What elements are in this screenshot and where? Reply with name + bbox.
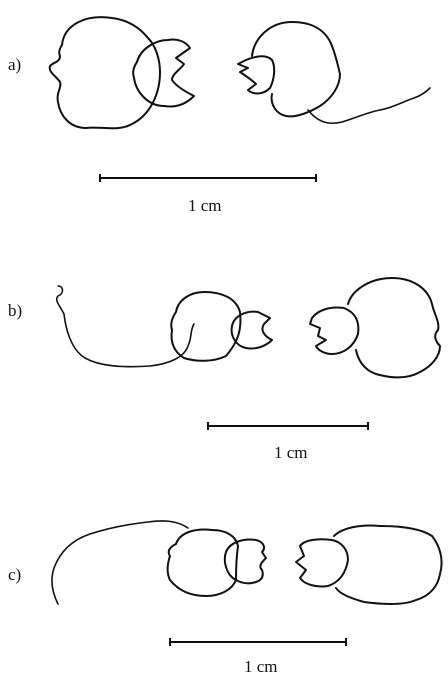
panel-label-a: a) <box>8 55 21 74</box>
panel-label-b: b) <box>8 301 22 320</box>
shape-a-tail <box>307 87 431 125</box>
shape-a-left-small <box>132 38 195 108</box>
shape-c-tail <box>51 520 189 605</box>
scale-label-a: 1 cm <box>188 196 222 215</box>
shape-c-left-small <box>223 538 267 585</box>
shape-a-right-small <box>237 55 276 95</box>
scale-label-b: 1 cm <box>274 443 308 462</box>
shape-c-right-small <box>295 538 349 588</box>
shape-a-left-large <box>48 16 161 130</box>
panel-c: c) 1 cm <box>8 520 443 676</box>
shape-a-right-large <box>251 21 341 118</box>
shape-b-left-large <box>170 291 242 362</box>
shape-c-right-large <box>333 524 443 605</box>
scale-label-c: 1 cm <box>244 657 278 676</box>
shape-b-left-small <box>230 310 273 350</box>
shape-b-right-large <box>347 277 441 379</box>
shape-b-right-small <box>309 306 360 355</box>
shape-b-tail <box>55 285 195 368</box>
panel-label-c: c) <box>8 565 21 584</box>
shape-c-left-large <box>166 528 239 597</box>
panel-b: b) 1 cm <box>8 277 441 462</box>
panel-a: a) 1 cm <box>8 16 431 215</box>
